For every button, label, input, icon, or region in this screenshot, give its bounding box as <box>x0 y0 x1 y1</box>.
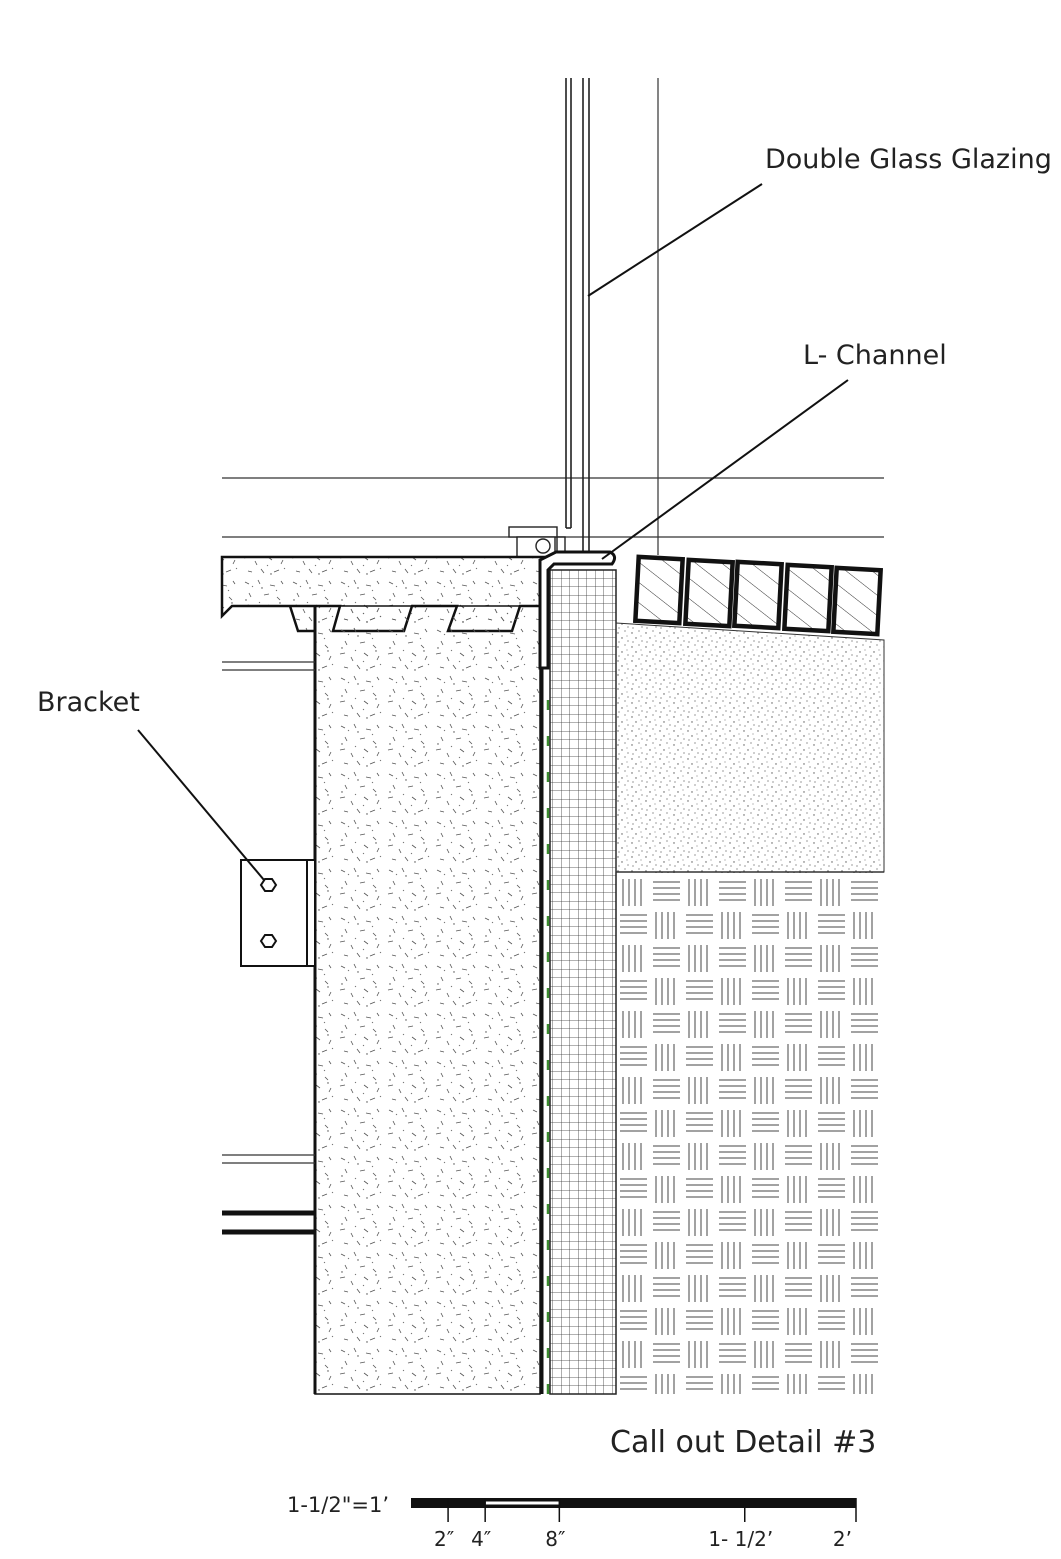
scale-tick-label: 2’ <box>833 1527 852 1551</box>
hatched-blocks <box>632 554 884 637</box>
bracket <box>240 859 316 967</box>
l-channel <box>538 550 617 670</box>
double-glass-glazing <box>565 78 590 553</box>
scale-tick-label: 4″ <box>471 1527 491 1551</box>
scale-tick-label: 8″ <box>545 1527 565 1551</box>
glazing-label: Double Glass Glazing <box>765 144 1052 175</box>
scale-bar-body <box>411 1498 856 1508</box>
bracket-label: Bracket <box>37 687 140 718</box>
l-channel-label: L- Channel <box>803 340 947 371</box>
scale-tick-label: 2″ <box>434 1527 454 1551</box>
scale-bar-segment <box>484 1500 560 1506</box>
scale-ratio-label: 1-1/2"=1’ <box>287 1493 389 1517</box>
insulation <box>549 569 617 1395</box>
detail-title: Call out Detail #3 <box>610 1425 876 1460</box>
scale-bar: 1-1/2"=1’ 2″ 4″ 8″ 1- 1/2’ 2’ <box>287 1493 857 1551</box>
concrete-wall <box>314 605 541 1395</box>
lower-rails <box>222 1210 315 1235</box>
bolt-icon <box>259 878 278 892</box>
bolt-icon <box>259 934 278 948</box>
left-framing <box>222 661 315 1164</box>
scale-bar-graphic: 2″ 4″ 8″ 1- 1/2’ 2’ <box>411 1498 857 1551</box>
gravel-fill <box>615 622 885 873</box>
leader-lines <box>137 183 849 881</box>
wood-fill <box>616 872 884 1394</box>
scale-tick-label: 1- 1/2’ <box>708 1527 773 1551</box>
